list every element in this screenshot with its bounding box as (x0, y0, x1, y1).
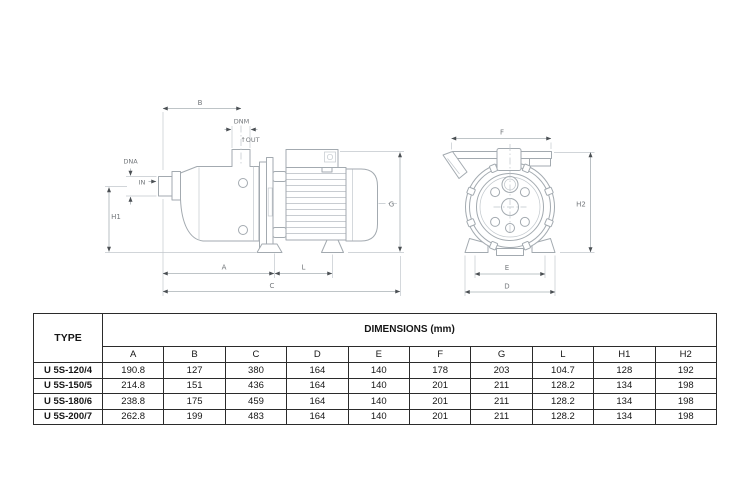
col-header-l: L (531, 346, 595, 363)
pump-casing (158, 149, 260, 242)
front-body (465, 144, 555, 256)
table-cell: 140 (347, 362, 410, 379)
dim-label-h2: H2 (576, 201, 586, 209)
col-header-d: D (286, 346, 349, 363)
dim-label-dna: DNA (123, 158, 138, 166)
dim-label-a: A (222, 264, 227, 272)
table-row: U 5S-120/4 190.8 127 380 164 140 178 203… (33, 362, 718, 379)
pump-technical-drawing: B DNM ↑OUT DNA IN H1 G A L C (105, 99, 595, 296)
table-row: U 5S-150/5 214.8 151 436 164 140 201 211… (33, 377, 718, 394)
side-view-dimensions: B DNM ↑OUT DNA IN H1 G A L C (105, 99, 404, 296)
table-cell: 199 (163, 408, 226, 425)
dim-label-g: G (389, 201, 394, 209)
col-header-c: C (224, 346, 288, 363)
centerlines (240, 125, 397, 204)
table-cell: 262.8 (101, 408, 165, 425)
dimensions-header-cell: DIMENSIONS (mm) (102, 313, 717, 347)
table-row: U 5S-200/7 262.8 199 483 164 140 201 211… (33, 408, 718, 425)
table-cell: 104.7 (531, 362, 595, 379)
dim-label-h1: H1 (111, 213, 121, 221)
table-cell: 201 (408, 377, 472, 394)
table-cell: 140 (347, 377, 410, 394)
dim-label-in: IN (139, 179, 146, 187)
col-header-g: G (470, 346, 533, 363)
dim-label-out: ↑OUT (240, 136, 259, 144)
table-cell: 164 (286, 377, 349, 394)
table-cell: 436 (224, 377, 288, 394)
table-cell: 380 (224, 362, 288, 379)
table-cell: 134 (593, 393, 656, 410)
type-cell: U 5S-150/5 (33, 377, 103, 394)
type-header-cell: TYPE (33, 313, 103, 363)
front-view-dimensions: F H2 E D (451, 129, 595, 296)
dim-label-l: L (302, 264, 306, 272)
type-cell: U 5S-120/4 (33, 362, 103, 379)
pump-front-view: F H2 E D (442, 129, 595, 296)
table-cell: 164 (286, 393, 349, 410)
dim-label-dnm: DNM (234, 118, 249, 126)
dim-label-b: B (198, 99, 203, 107)
table-cell: 128.2 (531, 393, 595, 410)
table-cell: 164 (286, 408, 349, 425)
col-header-e: E (347, 346, 410, 363)
table-cell: 127 (163, 362, 226, 379)
pump-feet (256, 239, 344, 253)
motor (285, 149, 378, 242)
table-cell: 151 (163, 377, 226, 394)
pump-side-view: B DNM ↑OUT DNA IN H1 G A L C (105, 99, 404, 296)
table-header-row: TYPE DIMENSIONS (mm) (33, 313, 717, 363)
type-cell: U 5S-200/7 (33, 408, 103, 425)
table-cell: 128 (593, 362, 656, 379)
col-header-h1: H1 (593, 346, 656, 363)
table-cell: 211 (470, 393, 533, 410)
table-cell: 201 (408, 408, 472, 425)
dim-label-c: C (270, 282, 275, 290)
dim-label-f: F (500, 129, 504, 137)
table-cell: 178 (408, 362, 472, 379)
col-header-a: A (101, 346, 165, 363)
table-cell: 192 (654, 362, 718, 379)
table-cell: 238.8 (101, 393, 165, 410)
table-cell: 140 (347, 393, 410, 410)
table-row: U 5S-180/6 238.8 175 459 164 140 201 211… (33, 393, 718, 410)
table-cell: 134 (593, 408, 656, 425)
table-cell: 459 (224, 393, 288, 410)
table-cell: 128.2 (531, 408, 595, 425)
table-cell: 175 (163, 393, 226, 410)
table-cell: 198 (654, 377, 718, 394)
dim-label-d: D (504, 283, 509, 291)
col-header-f: F (408, 346, 472, 363)
table-cell: 164 (286, 362, 349, 379)
table-cell: 211 (470, 408, 533, 425)
table-cell: 198 (654, 408, 718, 425)
table-cell: 201 (408, 393, 472, 410)
table-cell: 190.8 (101, 362, 165, 379)
table-cell: 211 (470, 377, 533, 394)
type-cell: U 5S-180/6 (33, 393, 103, 410)
table-columns-row: A B C D E F G L H1 H2 (34, 346, 718, 363)
table-cell: 128.2 (531, 377, 595, 394)
table-cell: 203 (470, 362, 533, 379)
col-header-b: B (163, 346, 226, 363)
table-cell: 134 (593, 377, 656, 394)
dim-label-e: E (505, 264, 509, 272)
table-cell: 140 (347, 408, 410, 425)
dimensions-table: TYPE DIMENSIONS (mm) A B C D E F G L H1 … (33, 313, 718, 425)
table-cell: 483 (224, 408, 288, 425)
table-cell: 198 (654, 393, 718, 410)
col-header-h2: H2 (654, 346, 718, 363)
pump-flange (259, 157, 287, 252)
table-cell: 214.8 (101, 377, 165, 394)
